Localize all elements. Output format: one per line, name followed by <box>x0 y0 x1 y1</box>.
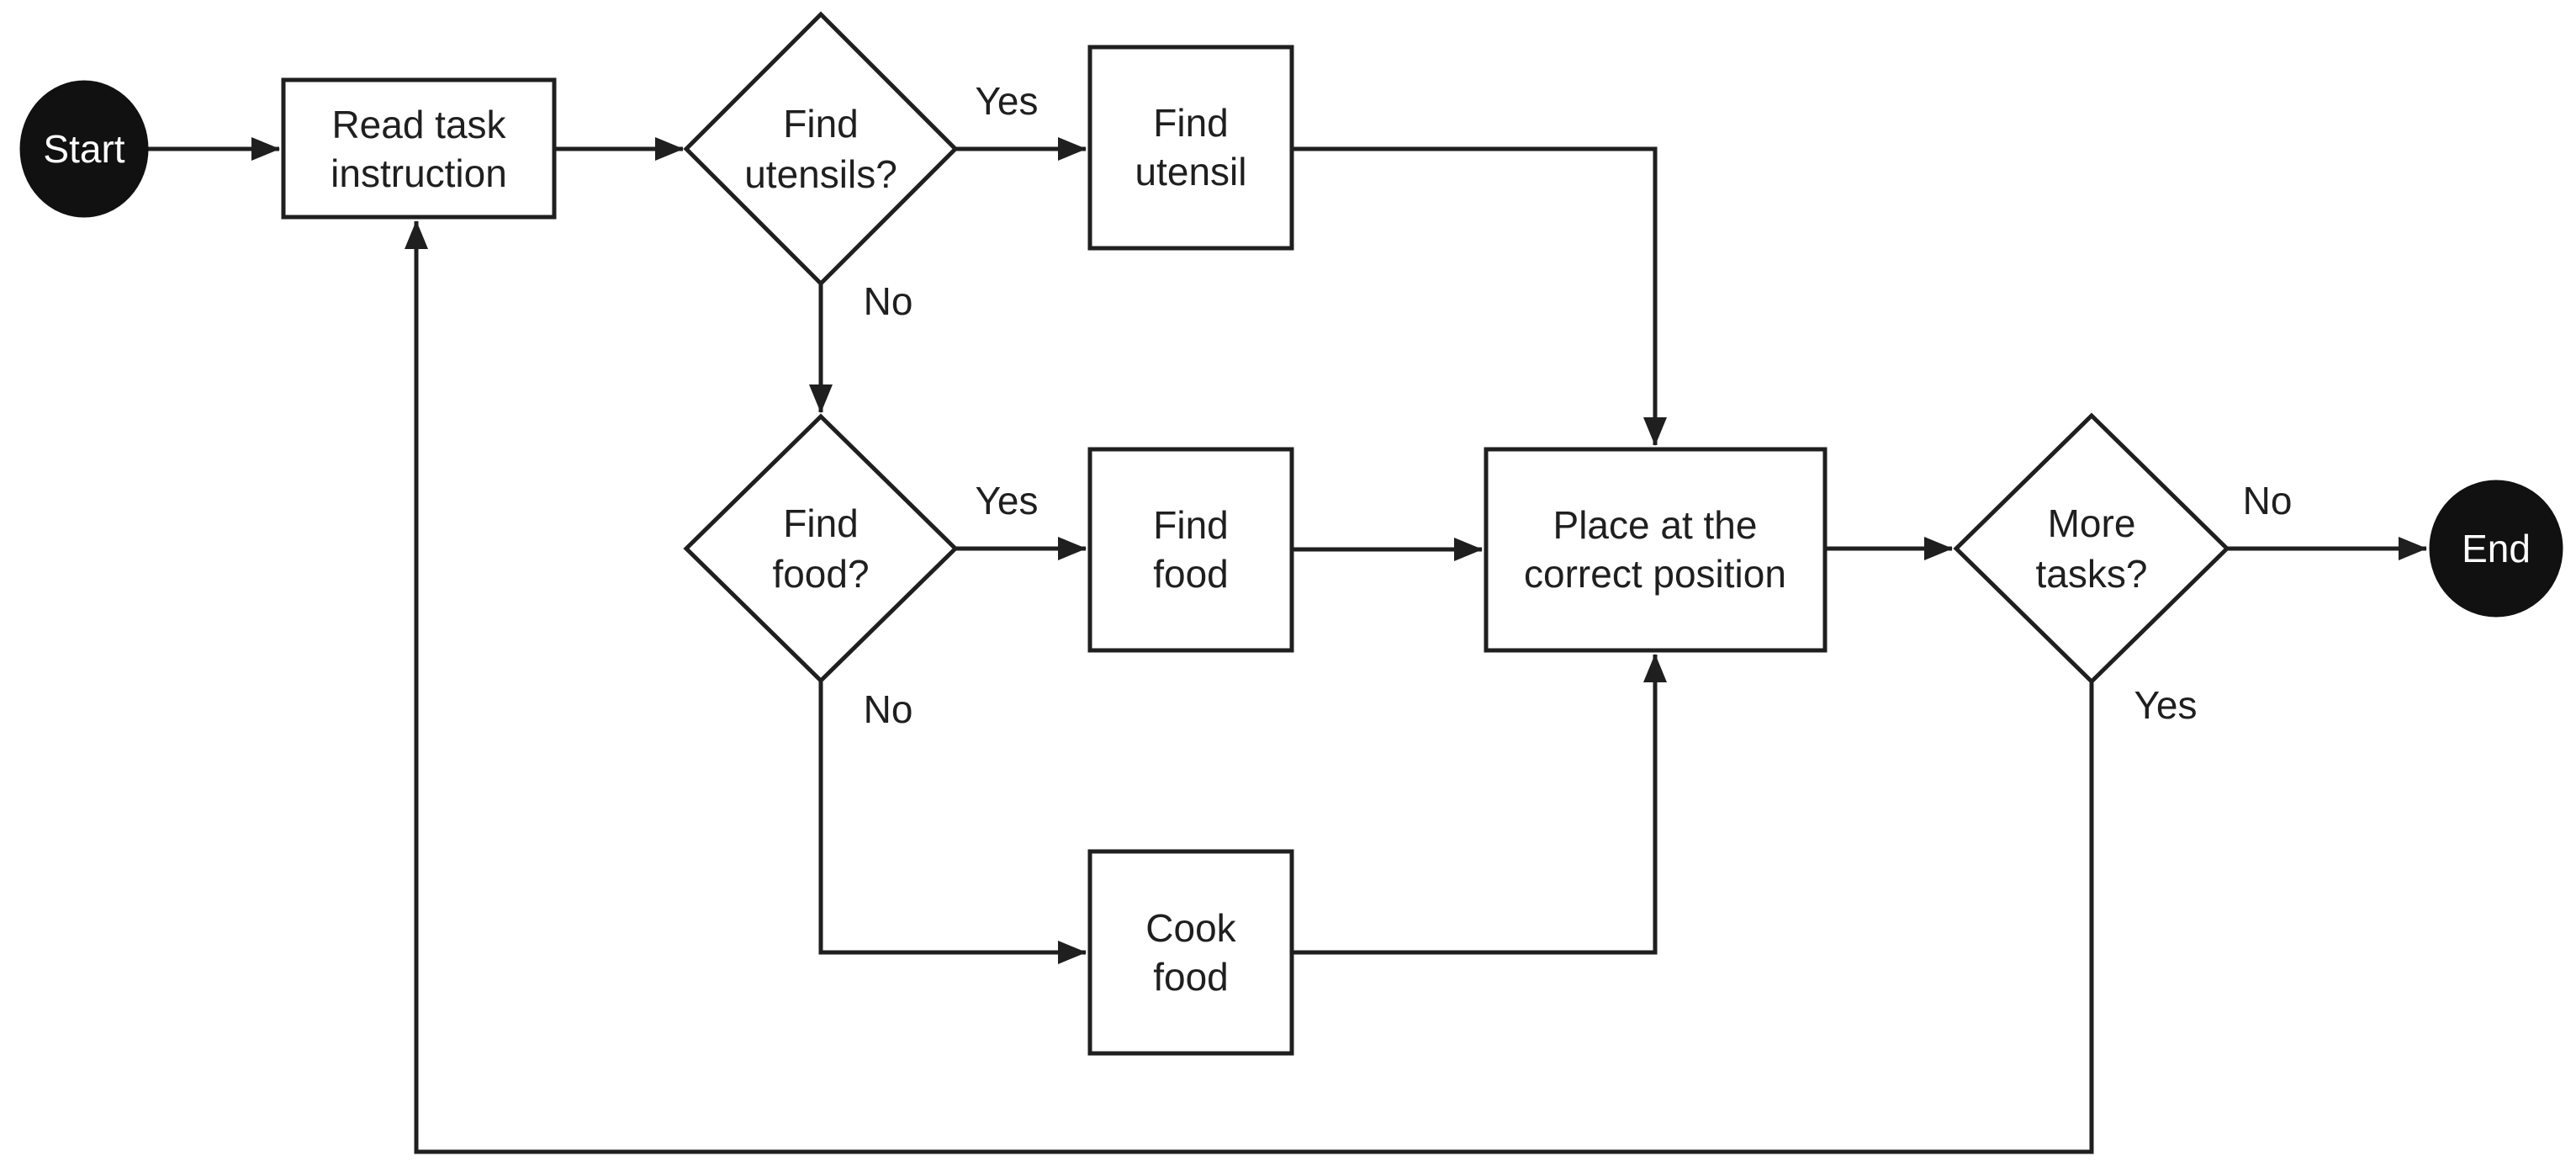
end-terminal-shape <box>2429 480 2563 618</box>
find-food-diamond <box>683 413 959 684</box>
find-utensil-label-line1: Find <box>1153 101 1228 145</box>
edge-label-find-food-yes: Yes <box>975 479 1038 522</box>
node-find-utensils-decision: Find utensils? <box>683 11 959 287</box>
place-correct-box <box>1484 447 1828 653</box>
node-find-utensil: Find utensil <box>1087 45 1294 251</box>
read-task-label-line2: instruction <box>331 151 507 195</box>
cook-food-label-line2: food <box>1153 955 1229 999</box>
find-utensil-label-line2: utensil <box>1135 150 1247 194</box>
edge-label-find-utensils-no: No <box>864 279 913 323</box>
node-cook-food: Cook food <box>1087 849 1294 1056</box>
find-food-label-line2: food <box>1153 552 1229 596</box>
edge-label-find-utensils-yes: Yes <box>975 79 1038 123</box>
find-utensil-box <box>1087 45 1294 251</box>
node-start: Start <box>19 80 149 218</box>
node-place-correct-position: Place at the correct position <box>1484 447 1828 653</box>
node-find-food-decision: Find food? <box>683 413 959 684</box>
find-food-q-label-line1: Find <box>783 501 858 545</box>
edge-label-find-food-no: No <box>864 687 913 731</box>
edge-more-tasks-yes-loop <box>405 220 2094 1154</box>
start-label: Start <box>43 127 124 171</box>
start-terminal-shape <box>19 80 149 218</box>
more-tasks-label-line1: More <box>2048 501 2136 545</box>
edge-label-more-tasks-no: No <box>2243 479 2293 522</box>
edge-find-utensil-to-place <box>1292 146 1667 446</box>
edges <box>145 137 2427 1154</box>
find-utensils-diamond <box>683 11 959 287</box>
more-tasks-diamond <box>1953 412 2230 685</box>
read-task-label-line1: Read task <box>331 103 506 146</box>
edge-label-more-tasks-yes: Yes <box>2134 683 2197 727</box>
find-food-label-line1: Find <box>1153 503 1228 547</box>
node-read-task-instruction: Read task instruction <box>281 77 557 220</box>
node-find-food: Find food <box>1087 447 1294 653</box>
edge-cook-food-to-place <box>1292 654 1667 955</box>
edge-labels: Yes No Yes No No Yes <box>864 79 2293 731</box>
place-correct-label-line2: correct position <box>1524 552 1786 596</box>
cook-food-box <box>1087 849 1294 1056</box>
edge-find-food-no <box>818 681 1087 964</box>
find-food-q-label-line2: food? <box>772 552 869 596</box>
end-label: End <box>2462 527 2531 570</box>
more-tasks-label-line2: tasks? <box>2036 552 2148 596</box>
place-correct-label-line1: Place at the <box>1553 503 1758 547</box>
find-utensils-label-line1: Find <box>783 102 858 146</box>
node-more-tasks-decision: More tasks? <box>1953 412 2230 685</box>
cook-food-label-line1: Cook <box>1145 906 1236 950</box>
read-task-box <box>281 77 557 220</box>
node-end: End <box>2429 480 2563 618</box>
find-utensils-label-line2: utensils? <box>744 152 897 196</box>
find-food-box <box>1087 447 1294 653</box>
